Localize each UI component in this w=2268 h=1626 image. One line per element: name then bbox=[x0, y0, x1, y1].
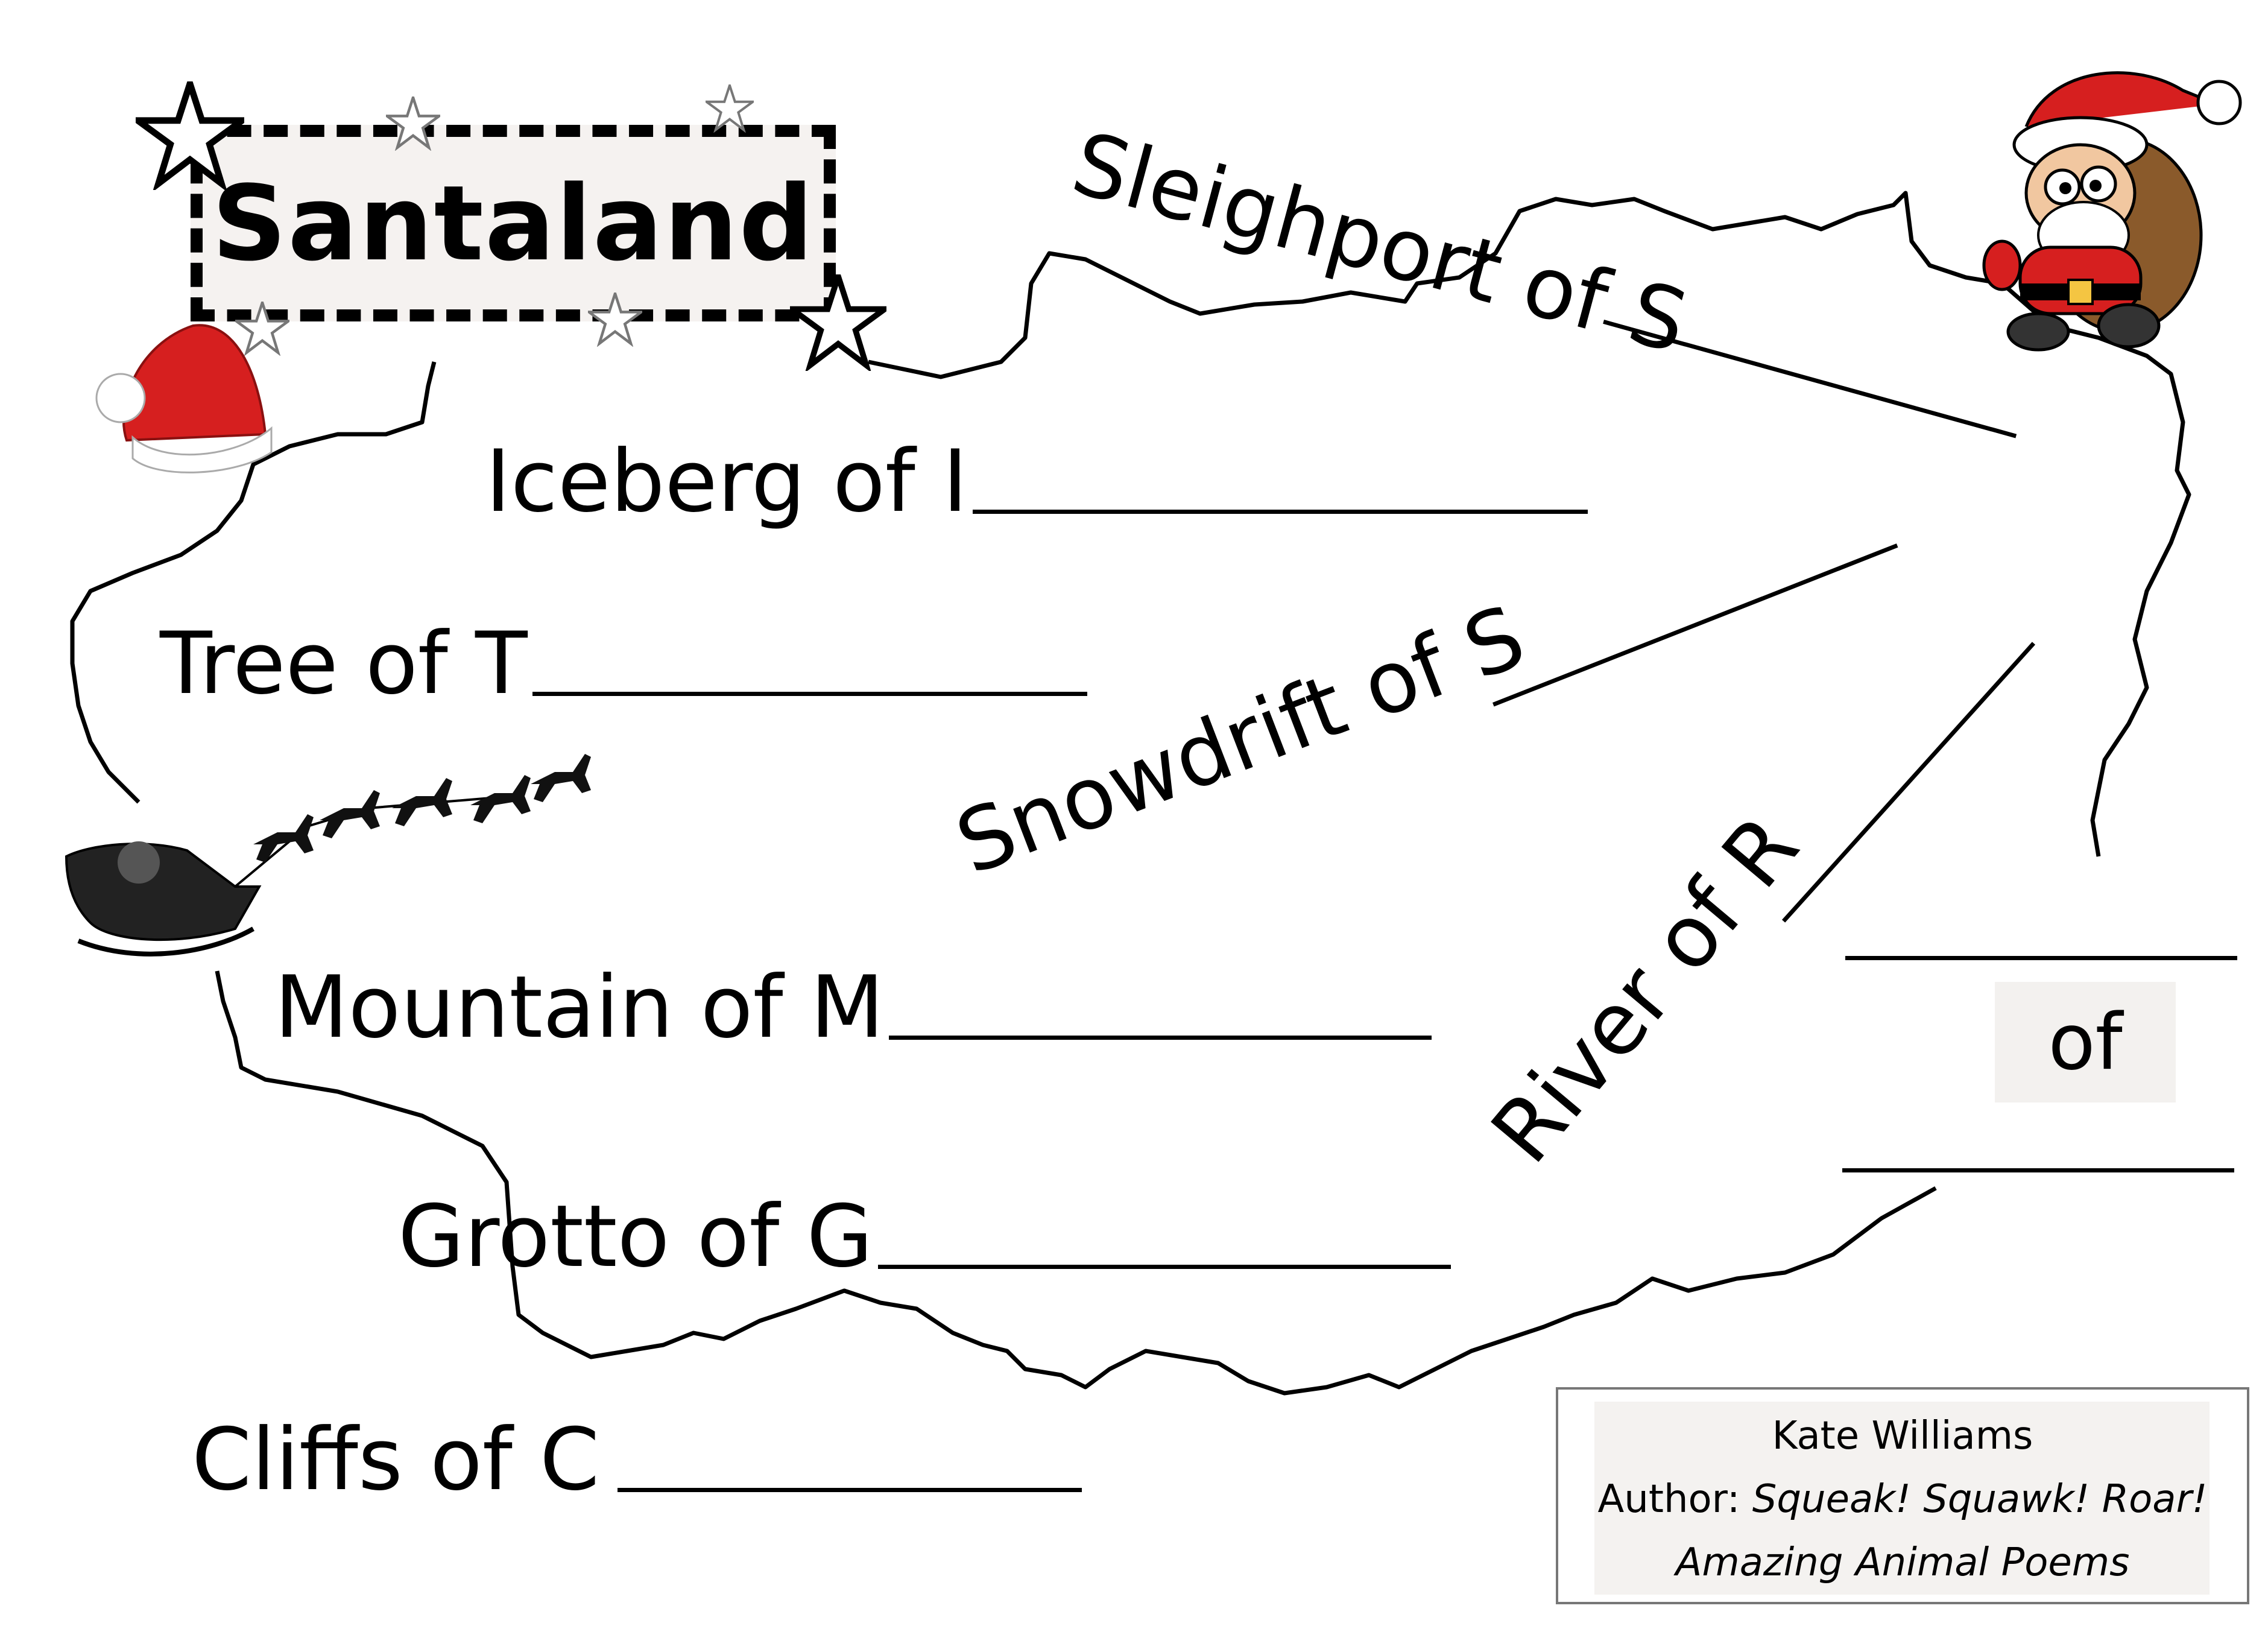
answer-blank-grotto[interactable] bbox=[877, 1265, 1451, 1269]
star-icon bbox=[136, 81, 244, 190]
place-label-tree: Tree of T bbox=[160, 621, 1087, 707]
star-icon bbox=[706, 84, 754, 133]
place-label-cliffs: Cliffs of C bbox=[192, 1417, 1082, 1503]
place-label-iceberg: Iceberg of I bbox=[485, 439, 1588, 525]
sleigh-reindeer-icon bbox=[65, 754, 591, 957]
author-credit-box: Kate Williams Author: Squeak! Squawk! Ro… bbox=[1556, 1387, 2249, 1604]
answer-blank-mountain[interactable] bbox=[889, 1036, 1432, 1040]
custom-place-connector: of bbox=[2048, 997, 2123, 1087]
page-title: Santaland bbox=[212, 162, 815, 284]
author-name: Kate Williams bbox=[1772, 1414, 2033, 1458]
santa-hat-icon bbox=[95, 324, 273, 473]
place-label-grotto: Grotto of G bbox=[398, 1194, 1451, 1280]
custom-place-blank-top[interactable] bbox=[1845, 956, 2237, 960]
custom-place-blank-bottom[interactable] bbox=[1842, 1168, 2234, 1172]
star-icon bbox=[386, 96, 440, 151]
author-book-line: Author: Squeak! Squawk! Roar! bbox=[1558, 1477, 2247, 1522]
custom-place-connector-box: of bbox=[1995, 982, 2176, 1102]
santa-icon bbox=[1982, 71, 2242, 352]
place-label-text: Iceberg of I bbox=[485, 432, 968, 531]
answer-blank-tree[interactable] bbox=[532, 692, 1087, 696]
answer-blank-iceberg[interactable] bbox=[972, 510, 1588, 514]
star-icon bbox=[790, 274, 886, 371]
book-subtitle: Amazing Animal Poems bbox=[1675, 1540, 2130, 1585]
answer-blank-cliffs[interactable] bbox=[618, 1488, 1082, 1492]
place-label-text: Grotto of G bbox=[398, 1187, 873, 1286]
place-label-mountain: Mountain of M bbox=[274, 965, 1432, 1051]
star-icon bbox=[235, 302, 289, 356]
author-label: Author: bbox=[1597, 1477, 1752, 1522]
title-box: Santaland bbox=[191, 125, 836, 321]
place-label-text: Cliffs of C bbox=[192, 1410, 600, 1510]
author-credit-panel bbox=[1594, 1402, 2210, 1595]
star-icon bbox=[588, 293, 642, 347]
place-label-text: Tree of T bbox=[160, 614, 528, 713]
book-title: Squeak! Squawk! Roar! bbox=[1752, 1477, 2208, 1522]
place-label-text: Mountain of M bbox=[274, 958, 885, 1057]
